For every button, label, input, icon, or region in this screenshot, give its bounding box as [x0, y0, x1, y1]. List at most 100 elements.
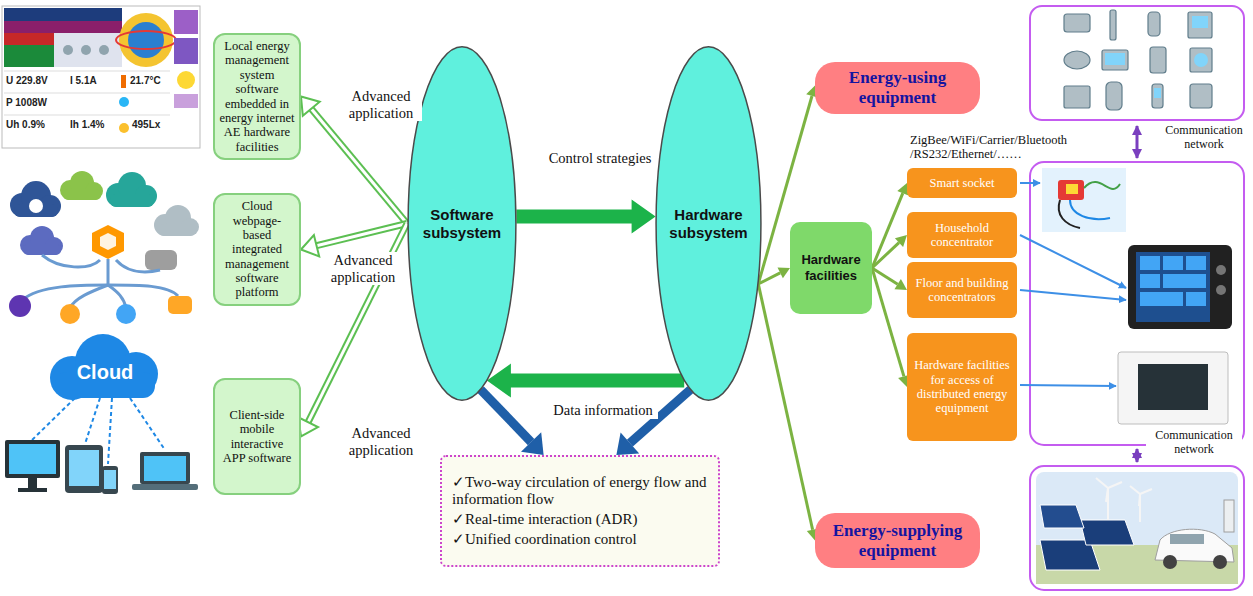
equipment-box: Energy-supplying equipment [815, 513, 980, 568]
energy-supply-panel-part [1213, 555, 1227, 569]
cloud-icon-tree-part-part [63, 189, 101, 200]
connector [758, 284, 818, 541]
screenshot-panel-part [2, 6, 200, 148]
appliance-panel-part-part [1154, 88, 1161, 98]
arrow-line [872, 243, 899, 268]
node-text: Smart socket [911, 176, 1013, 190]
arrow-outline [308, 224, 407, 423]
hardware-panel [1020, 162, 1244, 445]
energy-supply-panel [1030, 466, 1244, 590]
hardware-panel-part-part [1186, 292, 1206, 306]
hardware-panel-part [1136, 252, 1210, 322]
hardware-panel-part [1058, 180, 1084, 200]
screenshot-panel-part [174, 94, 198, 108]
cloud-icon-tree-part [22, 255, 178, 308]
hardware-panel-part [1140, 256, 1206, 306]
hardware-panel-part [1042, 168, 1126, 232]
hardware-panel-part [1020, 182, 1040, 184]
arrow-core [308, 224, 407, 423]
cloud-devices-part-part [85, 398, 100, 444]
cloud-devices-part-part [32, 398, 75, 440]
reading-value: I 5.1A [70, 75, 97, 87]
cloud-icon-tree-part [60, 171, 103, 200]
connector [516, 199, 655, 233]
cloud-devices-part [140, 452, 190, 484]
connector [872, 268, 910, 387]
node-text: Hardware facilities for access of distri… [911, 358, 1013, 416]
cloud-devices-part [28, 478, 37, 488]
appliance-panel-part-part [1150, 47, 1166, 73]
appliance-panel-part [1105, 16, 1208, 98]
screenshot-panel-part [4, 8, 122, 21]
cloud-devices-part [69, 450, 99, 486]
cloud-devices [5, 334, 198, 494]
arrow-head [895, 235, 907, 247]
appliance-panel-part-part [1110, 10, 1116, 40]
hardware-panel-part [1216, 285, 1226, 295]
protocol-label: ZigBee/WiFi/Carrier/Bluetooth /RS232/Eth… [910, 133, 1095, 162]
appliance-panel-part-part [1190, 48, 1212, 72]
reading-value: 21.7°C [130, 75, 161, 87]
device-box: Household concentrator [907, 212, 1017, 258]
reading-value: Ih 1.4% [70, 119, 104, 131]
hardware-panel-part [1020, 385, 1116, 386]
energy-supply-panel-part-part [1108, 482, 1122, 488]
node-text: ✓Two-way circulation of energy flow and … [452, 474, 708, 509]
cloud-icon-tree-part-part [108, 285, 178, 296]
cloud-icon-tree-part-part [110, 194, 154, 207]
hardware-panel-part-part [1140, 292, 1183, 306]
cloud-icon-tree-part-part [42, 255, 100, 267]
appliance-panel-part-part [1194, 53, 1208, 67]
arrow-head [521, 432, 544, 455]
screenshot-panel-part [54, 33, 122, 67]
appliance-panel-part-part [1188, 12, 1212, 38]
appliance-panel-part-part [1192, 16, 1208, 28]
node-text: Local energy management system software … [219, 39, 295, 154]
screenshot-panel-part [81, 45, 91, 55]
appliance-panel-part-part [1102, 50, 1128, 70]
node-text: ✓Unified coordination control [452, 531, 708, 548]
node-text: Floor and building concentrators [911, 276, 1013, 305]
cloud-icon-tree-part [100, 233, 116, 250]
edge-label: Advanced application [322, 252, 404, 285]
screenshot-panel-part [4, 71, 170, 72]
arrow-line [758, 273, 780, 284]
node-text: Energy-using equipment [823, 68, 972, 107]
screenshot-panel-part [174, 10, 198, 34]
node-text: Software subsystem [419, 206, 505, 242]
appliance-panel-part-part [1190, 84, 1212, 108]
energy-supply-panel-part [1030, 466, 1244, 590]
cloud-icon-tree-part-part [22, 285, 108, 300]
feature-box: ✓Two-way circulation of energy flow and … [440, 455, 720, 567]
edge-label: Data information [548, 402, 658, 419]
device-box: Smart socket [907, 168, 1017, 198]
network-label: Communication network [1146, 429, 1242, 457]
node-text: ✓Real-time interaction (ADR) [452, 511, 708, 528]
screenshot-panel-part [119, 123, 129, 133]
hardware-panel-part-part [1140, 274, 1160, 288]
subsystem-ellipse: Software subsystem [407, 45, 517, 402]
connector [481, 390, 544, 455]
network-arrows [1137, 126, 1138, 462]
cloud-icon-tree-part [10, 181, 61, 217]
cloud-devices-part [65, 445, 103, 493]
cloud-devices-part [5, 440, 60, 478]
device-box: Hardware facilities for access of distri… [907, 333, 1017, 441]
hardware-panel-part [1066, 184, 1078, 194]
appliance-panel-part-part [1064, 14, 1090, 32]
appliance-panel-part-part [1152, 84, 1163, 108]
reading-value: P 1008W [6, 97, 47, 109]
cloud-icon-tree-part [92, 225, 124, 259]
cloud-icon-tree-part [20, 226, 63, 255]
cloud-devices-part [9, 444, 56, 474]
network-arrows-part [1136, 449, 1139, 462]
equipment-box: Energy-using equipment [815, 62, 980, 114]
appliance-panel-part-part [1106, 82, 1122, 110]
arrow-core [317, 224, 407, 246]
energy-supply-panel-part-part [1139, 494, 1141, 522]
arrow-outline [317, 224, 407, 246]
hardware-panel-part [1030, 162, 1244, 445]
cloud-icon-tree-part-part [70, 285, 108, 308]
arrow-head [616, 433, 639, 455]
connector [298, 224, 407, 437]
